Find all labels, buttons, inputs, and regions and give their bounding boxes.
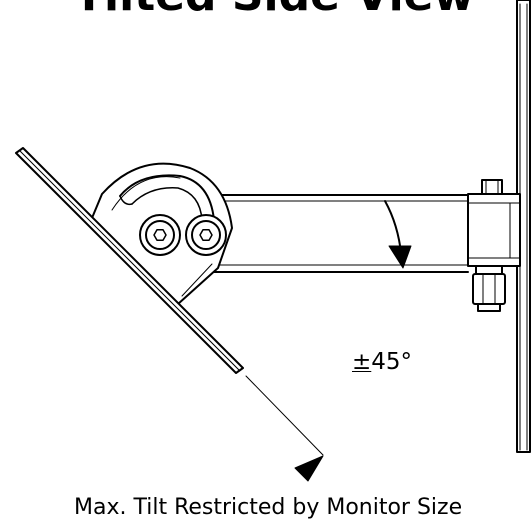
- dimension-line: [245, 375, 324, 482]
- angle-label: ±45°: [352, 351, 412, 374]
- angle-arc: [384, 200, 412, 269]
- caption: Max. Tilt Restricted by Monitor Size: [74, 495, 463, 520]
- top-screw: [481, 179, 503, 195]
- mount-block: [467, 193, 521, 267]
- bolt-left-icon: [139, 214, 181, 256]
- bolt-right-icon: [185, 214, 227, 256]
- bottom-nut: [472, 265, 506, 312]
- plus-minus-sign: ±: [352, 349, 372, 375]
- monitor-plate: [15, 147, 244, 374]
- page-title: Tilted Side View: [74, 0, 474, 18]
- angle-value: 45°: [371, 349, 413, 375]
- arm: [199, 194, 469, 273]
